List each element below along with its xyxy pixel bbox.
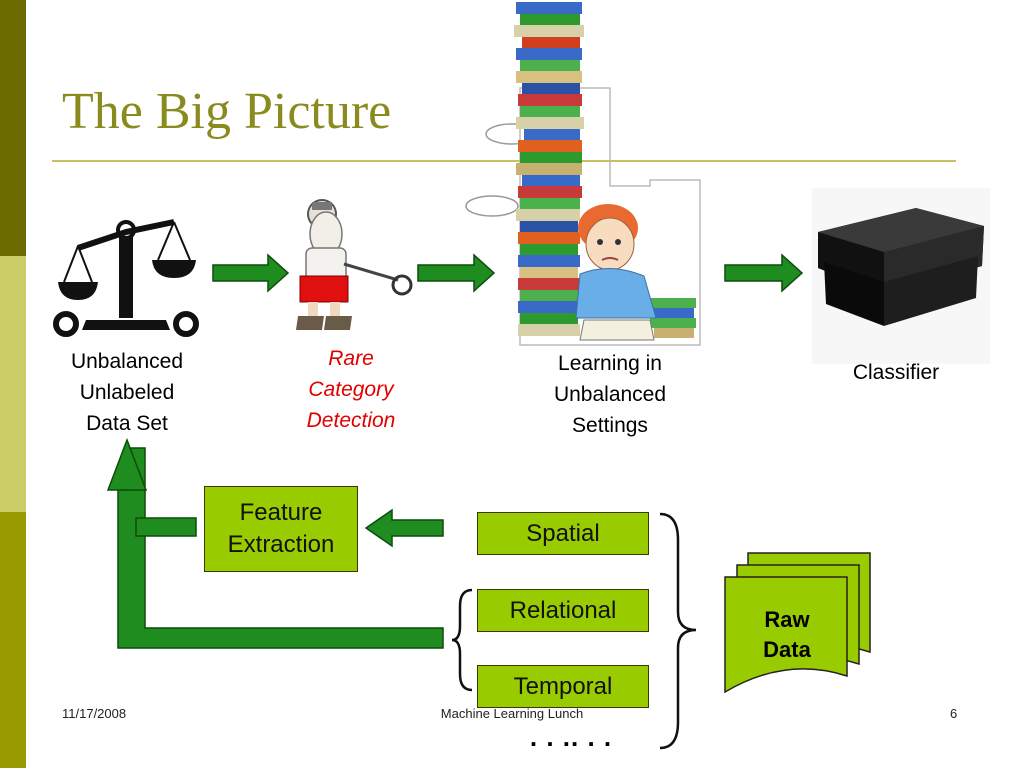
caption-rare-category-line2: Category bbox=[308, 378, 394, 401]
caption-data-set-line3: Data Set bbox=[86, 412, 168, 435]
arrow-feedback-loop bbox=[106, 437, 444, 649]
caption-data-set: Unbalanced Unlabeled Data Set bbox=[52, 346, 202, 439]
caption-learning-line1: Learning in bbox=[558, 352, 662, 375]
caption-learning-line3: Settings bbox=[572, 414, 648, 437]
footer-page-number: 6 bbox=[950, 706, 958, 721]
caption-learning: Learning in Unbalanced Settings bbox=[530, 348, 690, 441]
feature-extraction-box: Feature Extraction bbox=[204, 486, 358, 572]
caption-rare-category-line1: Rare bbox=[328, 347, 374, 370]
feature-extraction-line1: Feature bbox=[239, 499, 323, 526]
caption-learning-line2: Unbalanced bbox=[553, 383, 667, 406]
right-brace bbox=[659, 512, 697, 750]
more-features-ellipsis: . . .. . . bbox=[529, 722, 613, 752]
balance-scale-icon bbox=[53, 219, 199, 337]
relational-box: Relational bbox=[477, 589, 649, 632]
arrow-step2-to-step3 bbox=[417, 253, 496, 293]
left-brace bbox=[451, 588, 473, 692]
sidebar-segment-mid bbox=[0, 512, 26, 768]
sidebar-segment-light bbox=[0, 256, 26, 512]
arrow-spatial-to-extraction bbox=[364, 508, 444, 548]
spatial-box: Spatial bbox=[477, 512, 649, 555]
arrow-step3-to-step4 bbox=[724, 253, 804, 293]
raw-data-label: Raw Data bbox=[730, 605, 844, 665]
temporal-box: Temporal bbox=[477, 665, 649, 708]
sidebar-segment-dark bbox=[0, 0, 26, 256]
arrow-step1-to-step2 bbox=[212, 253, 290, 293]
caption-rare-category-line3: Detection bbox=[306, 409, 396, 432]
raw-data-line2: Data bbox=[763, 637, 811, 662]
student-with-books-icon bbox=[465, 2, 701, 346]
caption-rare-category: Rare Category Detection bbox=[280, 343, 422, 436]
title-rule bbox=[52, 160, 956, 162]
black-box-icon bbox=[812, 188, 990, 364]
sidebar-decoration bbox=[0, 0, 26, 768]
raw-data-document-stack bbox=[724, 552, 871, 694]
footer-title: Machine Learning Lunch bbox=[440, 706, 584, 721]
caption-data-set-line1: Unbalanced bbox=[70, 350, 184, 373]
metal-detector-person-icon bbox=[296, 199, 413, 330]
footer-date: 11/17/2008 bbox=[62, 706, 127, 721]
feature-extraction-line2: Extraction bbox=[227, 531, 335, 558]
caption-data-set-line2: Unlabeled bbox=[79, 381, 175, 404]
caption-classifier: Classifier bbox=[852, 361, 940, 384]
raw-data-line1: Raw bbox=[764, 607, 810, 632]
slide-title: The Big Picture bbox=[62, 83, 392, 140]
